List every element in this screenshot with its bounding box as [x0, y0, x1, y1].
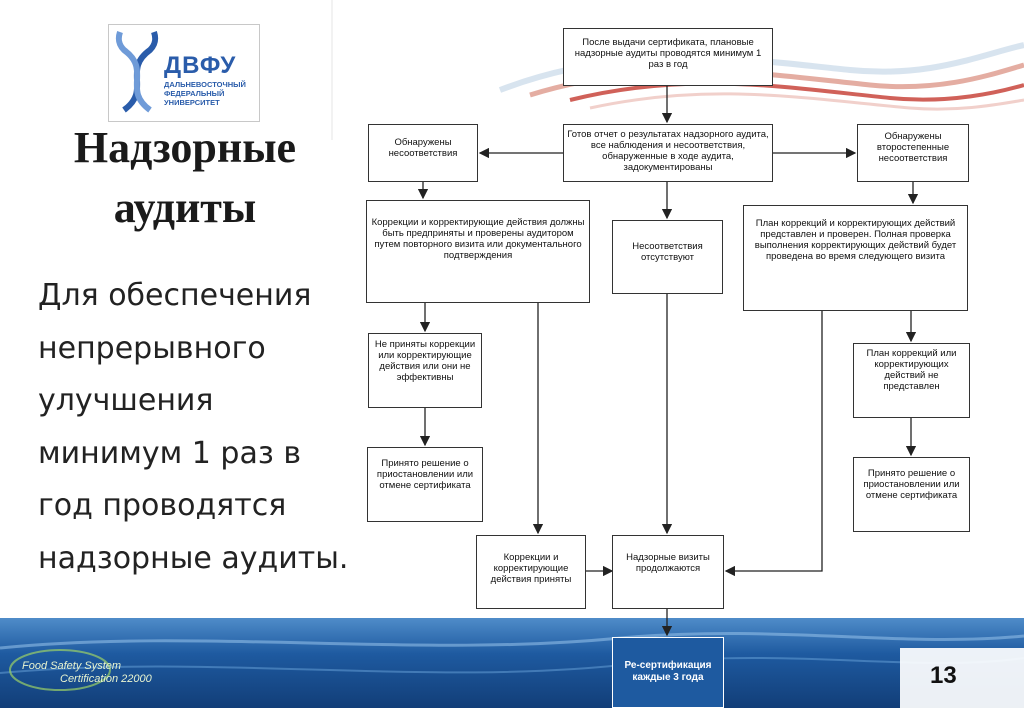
- box-no-nc: Несоответствия отсутствуют: [612, 220, 723, 294]
- box-minor-found: Обнаружены второстепенные несоответствия: [857, 124, 969, 182]
- logo: [108, 24, 260, 122]
- slide-title: Надзорные аудиты: [73, 123, 297, 232]
- footer-band: [0, 618, 1024, 708]
- box-decision-left: Принято решение о приостановлении или от…: [367, 447, 483, 522]
- slide-number: 13: [930, 662, 957, 689]
- logo-name: ДВФУ: [164, 52, 237, 79]
- box-visits-continue: Надзорные визиты продолжаются: [612, 535, 724, 609]
- box-corrections-accepted: Коррекции и корректирующие действия прин…: [476, 535, 586, 609]
- box-report: Готов отчет о результатах надзорного ауд…: [563, 124, 773, 182]
- box-not-accepted: Не приняты коррекции или корректирующие …: [368, 333, 482, 408]
- arrow-plan-to-visits: [724, 311, 823, 577]
- footer-brand-line1: Food Safety System: [22, 660, 122, 672]
- slide-body: Для обеспечения непрерывного улучшения м…: [38, 278, 349, 576]
- box-corrections-required: Коррекции и корректирующие действия долж…: [366, 200, 590, 303]
- logo-helix-icon: [115, 31, 159, 113]
- box-decision-right: Принято решение о приостановлении или от…: [853, 457, 970, 532]
- footer-brand-line2: Certification 22000: [60, 673, 152, 685]
- logo-subtitle: ДАЛЬНЕВОСТОЧНЫЙ ФЕДЕРАЛЬНЫЙ УНИВЕРСИТЕТ: [164, 80, 246, 107]
- box-top: После выдачи сертификата, плановые надзо…: [563, 28, 773, 86]
- box-nc-found: Обнаружены несоответствия: [368, 124, 478, 182]
- box-plan-presented: План коррекций и корректирующих действий…: [743, 205, 968, 311]
- box-recert: Ре-сертификация каждые 3 года: [612, 637, 724, 708]
- box-plan-not-presented: План коррекций или корректирующих действ…: [853, 343, 970, 418]
